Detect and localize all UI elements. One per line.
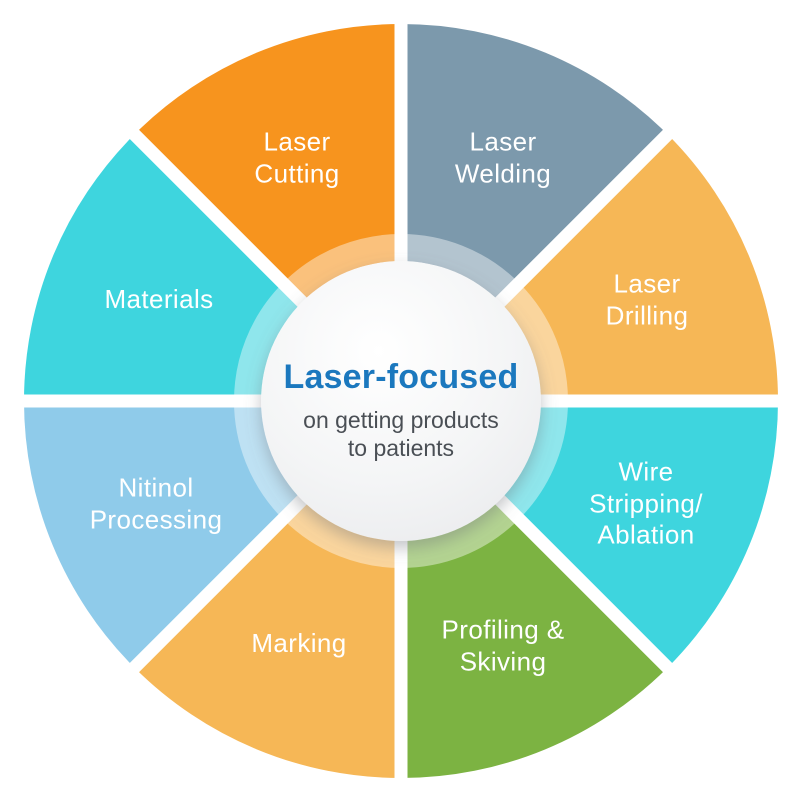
center-text-block: Laser-focused on getting products to pat… [271, 358, 531, 462]
segment-label-profiling-skiving: Profiling & Skiving [441, 614, 565, 676]
segment-label-nitinol-processing: Nitinol Processing [89, 472, 223, 534]
segment-label-wire-stripping-ablation: Wire Stripping/ Ablation [589, 456, 703, 550]
center-subtitle: on getting products to patients [303, 406, 499, 461]
center-circle [261, 261, 541, 541]
center-title: Laser-focused [283, 357, 519, 396]
segment-label-materials: Materials [104, 284, 214, 315]
segment-label-laser-drilling: Laser Drilling [605, 268, 689, 330]
segment-label-laser-cutting: Laser Cutting [254, 126, 340, 188]
segment-label-laser-welding: Laser Welding [454, 126, 552, 188]
inner-highlight-ring [234, 234, 568, 568]
segment-label-marking: Marking [251, 628, 347, 659]
